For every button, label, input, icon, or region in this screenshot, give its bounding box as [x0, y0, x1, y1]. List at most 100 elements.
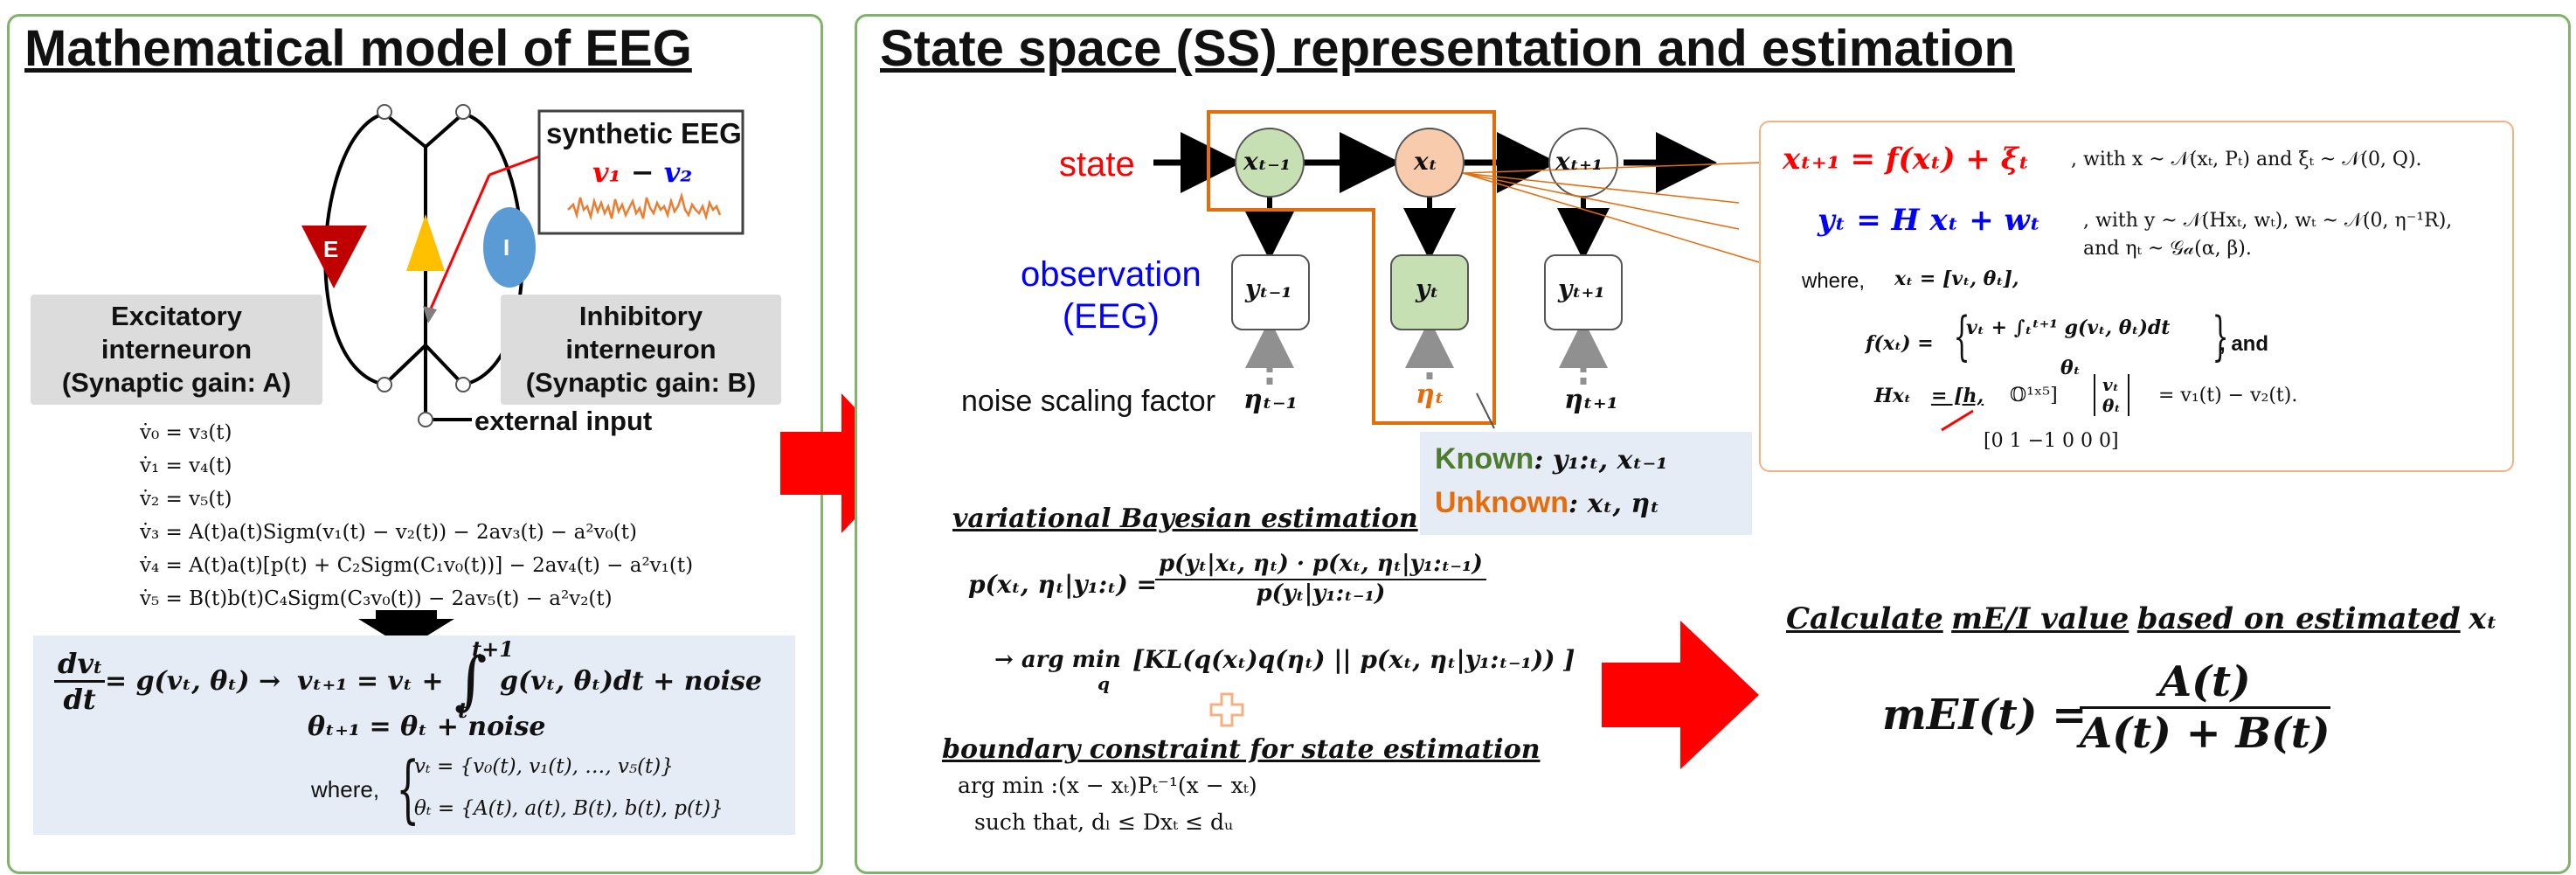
- noise-scaling-label: noise scaling factor: [961, 385, 1216, 418]
- circuit-node: [377, 377, 392, 392]
- integral-upper: t+1: [472, 636, 514, 662]
- ss-equation-box: [1759, 121, 2514, 472]
- equation-line: v̇₄ = A(t)a(t)[p(t) + C₂Sigm(C₁v₀(t))] −…: [140, 554, 694, 577]
- state-node-next: [1548, 128, 1618, 198]
- excitatory-line2: (Synaptic gain: A): [61, 367, 292, 398]
- state-equation-note: , with x ~ 𝒩(xₜ, Pₜ) and ξₜ ~ 𝒩(0, Q).: [2071, 149, 2422, 170]
- obs-node-prev: [1231, 254, 1310, 330]
- y-next-label: yₜ₊₁: [1558, 274, 1605, 303]
- h-vector: vₜ θₜ: [2094, 374, 2129, 416]
- synthetic-eeg-formula: v₁ − v₂: [592, 156, 692, 189]
- neural-circuit-diagram: [301, 104, 744, 427]
- inhibitory-label-I: I: [503, 234, 510, 260]
- v2-symbol: v₂: [663, 156, 693, 189]
- xt-definition: xₜ = [vₜ, θₜ],: [1894, 267, 2019, 290]
- vb-lhs: p(xₜ, ηₜ|y₁:ₜ) =: [968, 570, 1158, 599]
- connector-line: [1462, 172, 1740, 204]
- pyramidal-neuron-icon: [406, 214, 445, 271]
- calc-title: Calculate mE/I value based on estimated …: [1786, 601, 2497, 636]
- state-node-current: [1395, 128, 1465, 198]
- obs-node-next: [1544, 254, 1623, 330]
- eta-prev-label: ηₜ₋₁: [1243, 385, 1298, 415]
- mei-fraction: A(t) A(t) + B(t): [2080, 657, 2330, 758]
- known-unknown-box: [1420, 432, 1752, 535]
- x-t-label: xₜ: [1414, 147, 1438, 176]
- circuit-node: [377, 104, 392, 120]
- vb-kl: [KL(q(xₜ)q(ηₜ) || p(xₜ, ηₜ|y₁:ₜ₋₁)) ]: [1132, 645, 1575, 674]
- external-input-node: [418, 412, 433, 427]
- unknown-line: Unknown: xₜ, ηₜ: [1435, 486, 1659, 520]
- ss-where-label: where,: [1802, 269, 1866, 293]
- vb-argmin-sub: q: [1098, 673, 1110, 694]
- external-input-label: external input: [474, 406, 653, 436]
- obs-node-current: [1390, 254, 1469, 330]
- equation-line: v̇₂ = v₅(t): [140, 488, 232, 510]
- f-and: , and: [2219, 332, 2269, 356]
- observation-line1: observation: [1021, 255, 1201, 294]
- ode-rhs: = g(vₜ, θₜ) →: [105, 666, 281, 697]
- connector-line: [1462, 172, 1740, 230]
- observation-equation: yₜ = H xₜ + wₜ: [1818, 203, 2041, 238]
- h-row-vector: [0 1 −1 0 0 0]: [1984, 430, 2119, 452]
- f-brace-right: }: [2212, 306, 2229, 367]
- circuit-top-right: [424, 112, 465, 149]
- y-t-label: yₜ: [1416, 274, 1439, 303]
- vb-denominator: p(yₜ|y₁:ₜ₋₁): [1256, 580, 1386, 607]
- synthetic-eeg-pointer: [488, 154, 543, 177]
- left-panel-title: Mathematical model of EEG: [24, 20, 692, 77]
- unknown-value: : xₜ, ηₜ: [1568, 489, 1660, 519]
- observation-label: observation (EEG): [1021, 253, 1201, 337]
- plus-icon: [1209, 692, 1244, 727]
- h-rhs: = v₁(t) − v₂(t).: [2158, 385, 2298, 406]
- synthetic-eeg-pointer: [426, 174, 491, 316]
- equation-line: v̇₁ = v₄(t): [140, 455, 232, 477]
- vb-argmin: → arg min: [994, 647, 1121, 673]
- brace: {: [396, 746, 420, 831]
- state-label: state: [1059, 145, 1135, 184]
- known-value: : y₁:ₜ, xₜ₋₁: [1534, 445, 1668, 476]
- down-arrow-icon: [358, 610, 454, 649]
- mei-lhs: mEI(t) =: [1882, 691, 2088, 740]
- eta-t-label: ηₜ: [1416, 379, 1444, 410]
- arrow-head-icon: [423, 306, 437, 323]
- f-row2: θₜ: [2060, 357, 2081, 379]
- v1-symbol: v₁: [592, 156, 621, 189]
- inhibitory-line1: Inhibitory interneuron: [565, 301, 717, 365]
- circuit-top-left: [383, 112, 427, 149]
- x-next-label: xₜ₊₁: [1555, 147, 1603, 176]
- state-equation: xₜ₊₁ = f(xₜ) + ξₜ: [1783, 142, 2030, 177]
- known-region-outline: [1207, 110, 1496, 425]
- known-line: Known: y₁:ₜ, xₜ₋₁: [1435, 442, 1667, 476]
- unknown-label: Unknown: [1435, 486, 1568, 519]
- connector-line: [1462, 162, 1760, 174]
- y-prev-label: yₜ₋₁: [1245, 274, 1292, 303]
- bc-title: boundary constraint for state estimation: [942, 734, 1541, 765]
- dv-fraction: dvt dt: [54, 647, 106, 716]
- inhibitory-interneuron-box: Inhibitory interneuron (Synaptic gain: B…: [501, 295, 781, 405]
- where-label: where,: [311, 776, 380, 802]
- equation-line: v̇₀ = v₃(t): [140, 421, 232, 444]
- x-prev-label: xₜ₋₁: [1243, 147, 1291, 176]
- bc-equation2: such that, dₗ ≤ Dxₜ ≤ dᵤ: [974, 809, 1234, 835]
- h-eq: = [h,: [1931, 385, 1984, 407]
- vb-title: variational Bayesian estimation: [952, 503, 1418, 534]
- calc-xt: xₜ: [2469, 601, 2497, 636]
- f-row1: vₜ + ∫ₜᵗ⁺¹ g(vₜ, θₜ)dt: [1966, 316, 2171, 339]
- vb-fraction: p(yₜ|xₜ, ηₜ) · p(xₜ, ηₜ|y₁:ₜ₋₁) p(yₜ|y₁:…: [1155, 551, 1486, 607]
- red-arrow-icon: [1602, 621, 1759, 769]
- h-zero: 𝕆¹ˣ⁵]: [2010, 385, 2058, 406]
- observation-line2: (EEG): [1062, 297, 1160, 336]
- f-lhs: f(xₜ) =: [1866, 332, 1934, 355]
- dt-denominator: dt: [63, 683, 96, 716]
- red-arrow-icon: [780, 393, 907, 533]
- theta-definition: θₜ = {A(t), a(t), B(t), b(t), p(t)}: [414, 797, 724, 820]
- h-lhs: Hxₜ: [1874, 385, 1912, 407]
- synthetic-eeg-waveform: [567, 191, 722, 221]
- eta-next-label: ηₜ₊₁: [1564, 385, 1618, 415]
- circuit-node: [455, 377, 471, 392]
- state-node-prev: [1235, 128, 1305, 198]
- observation-equation-note: , with y ~ 𝒩(Hxₜ, wₜ), wₜ ~ 𝒩(0, η⁻¹R),: [2083, 210, 2453, 232]
- integral-lhs: vₜ₊₁ = vₜ +: [297, 666, 444, 697]
- known-pointer: [1476, 392, 1495, 429]
- theta-equation: θₜ₊₁ = θₜ + noise: [308, 712, 546, 742]
